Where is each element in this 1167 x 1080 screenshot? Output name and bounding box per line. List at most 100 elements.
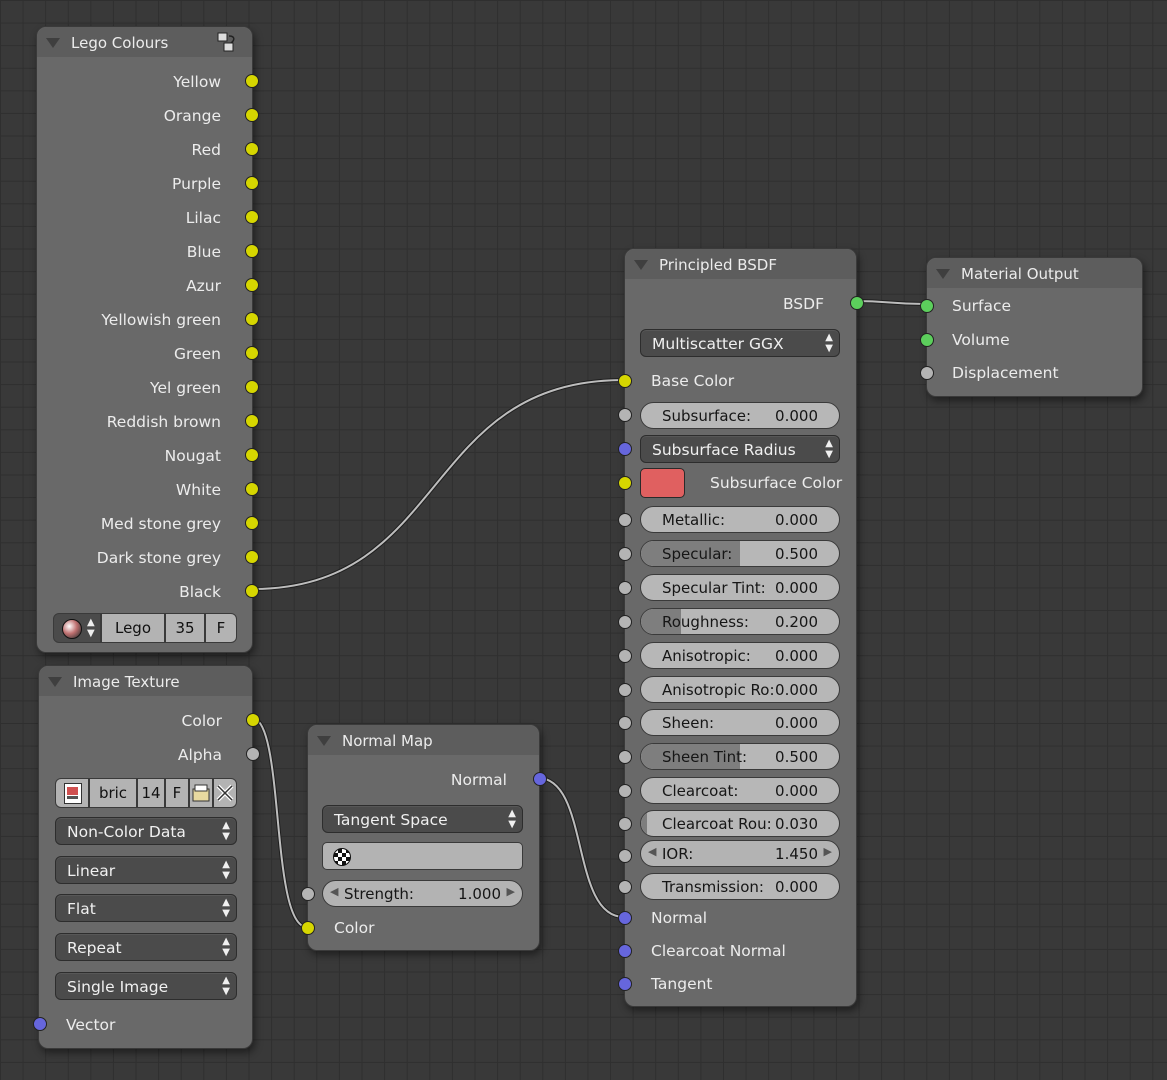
output-lilac-socket[interactable] — [245, 210, 259, 224]
output-black-socket[interactable] — [245, 584, 259, 598]
input-subsurface-socket[interactable] — [618, 408, 632, 422]
subsurface-slider[interactable]: Subsurface: 0.000 — [640, 402, 840, 429]
output-alpha-socket[interactable] — [246, 747, 260, 761]
normal-map-node[interactable]: Normal Map Normal Tangent Space▲▼ ◀ Stre… — [301, 724, 547, 951]
projection-dropdown[interactable]: Flat▲▼ — [55, 894, 237, 922]
image-fake-user-toggle[interactable]: F — [165, 778, 189, 808]
input-specular-tint-socket[interactable] — [618, 581, 632, 595]
output-yellow-socket[interactable] — [245, 74, 259, 88]
input-ior-socket[interactable] — [618, 849, 632, 863]
fake-user-toggle[interactable]: F — [205, 613, 237, 643]
output-azur-socket[interactable] — [245, 278, 259, 292]
output-yellowish-green-socket[interactable] — [245, 312, 259, 326]
sheen-tint-slider[interactable]: Sheen Tint:0.500 — [640, 743, 840, 770]
input-clearcoat-normal-socket[interactable] — [618, 944, 632, 958]
color-space-dropdown[interactable]: Non-Color Data▲▼ — [55, 817, 237, 845]
material-output-node[interactable]: Material Output Surface Volume Displacem… — [920, 257, 1143, 397]
specular-tint-slider[interactable]: Specular Tint:0.000 — [640, 574, 840, 601]
anisotropic-slider[interactable]: Anisotropic:0.000 — [640, 642, 840, 669]
collapse-triangle-icon[interactable] — [634, 260, 648, 270]
output-purple-socket[interactable] — [245, 176, 259, 190]
output-normal-socket[interactable] — [533, 772, 547, 786]
input-tangent-socket[interactable] — [618, 977, 632, 991]
input-color-socket[interactable] — [301, 921, 315, 935]
input-volume-socket[interactable] — [920, 333, 934, 347]
distribution-dropdown[interactable]: Multiscatter GGX▲▼ — [640, 329, 840, 357]
subsurface-radius-dropdown[interactable]: Subsurface Radius▲▼ — [640, 435, 840, 463]
uv-map-field[interactable] — [322, 842, 523, 870]
collapse-triangle-icon[interactable] — [46, 38, 60, 48]
collapse-triangle-icon[interactable] — [317, 736, 331, 746]
output-bsdf-socket[interactable] — [850, 296, 864, 310]
image-texture-header[interactable]: Image Texture — [39, 666, 252, 696]
normal-space-dropdown[interactable]: Tangent Space▲▼ — [322, 805, 523, 833]
input-vector-socket[interactable] — [33, 1017, 47, 1031]
clearcoat-slider[interactable]: Clearcoat:0.000 — [640, 777, 840, 804]
output-green-socket[interactable] — [245, 346, 259, 360]
output-reddish-brown-socket[interactable] — [245, 414, 259, 428]
output-color-socket[interactable] — [246, 713, 260, 727]
input-displacement-socket[interactable] — [920, 366, 934, 380]
subsurface-color-swatch[interactable] — [640, 468, 685, 498]
input-base-color-socket[interactable] — [618, 374, 632, 388]
metallic-slider[interactable]: Metallic:0.000 — [640, 506, 840, 533]
input-specular-socket[interactable] — [618, 547, 632, 561]
source-dropdown[interactable]: Single Image▲▼ — [55, 972, 237, 1000]
input-clearcoat-socket[interactable] — [618, 784, 632, 798]
folder-open-icon[interactable] — [189, 778, 213, 808]
output-white-socket[interactable] — [245, 482, 259, 496]
principled-bsdf-node[interactable]: Principled BSDF BSDF Multiscatter GGX▲▼ … — [618, 248, 864, 1007]
arrow-left-icon[interactable]: ◀ — [648, 845, 657, 858]
strength-slider[interactable]: ◀ Strength: 1.000 ▶ — [322, 880, 523, 907]
input-normal-socket[interactable] — [618, 911, 632, 925]
sheen-slider[interactable]: Sheen:0.000 — [640, 709, 840, 736]
input-sheen-socket[interactable] — [618, 716, 632, 730]
input-anisotropic-socket[interactable] — [618, 649, 632, 663]
normal-map-header[interactable]: Normal Map — [308, 725, 539, 755]
image-texture-node[interactable]: Image Texture Color Alpha bric 14 F — [33, 665, 260, 1049]
input-surface-socket[interactable] — [920, 299, 934, 313]
material-browse-button[interactable]: ▲▼ — [53, 613, 101, 643]
image-name-field[interactable]: bric — [89, 778, 137, 808]
extension-dropdown[interactable]: Repeat▲▼ — [55, 933, 237, 961]
collapse-triangle-icon[interactable] — [936, 269, 950, 279]
output-nougat-socket[interactable] — [245, 448, 259, 462]
input-clearcoat-rou-socket[interactable] — [618, 817, 632, 831]
principled-bsdf-header[interactable]: Principled BSDF — [625, 249, 856, 279]
material-output-header[interactable]: Material Output — [927, 258, 1142, 288]
input-subsurface-radius-socket[interactable] — [618, 442, 632, 456]
principled-bsdf-title: Principled BSDF — [659, 256, 777, 274]
input-anisotropic-ro-socket[interactable] — [618, 683, 632, 697]
input-transmission-socket[interactable] — [618, 880, 632, 894]
image-users-count[interactable]: 14 — [137, 778, 165, 808]
arrow-right-icon[interactable]: ▶ — [506, 885, 515, 898]
input-metallic-socket[interactable] — [618, 513, 632, 527]
input-roughness-socket[interactable] — [618, 615, 632, 629]
anisotropic-ro-slider[interactable]: Anisotropic Ro:0.000 — [640, 676, 840, 703]
output-med-stone-grey-socket[interactable] — [245, 516, 259, 530]
output-yel-green-socket[interactable] — [245, 380, 259, 394]
material-name-field[interactable]: Lego — [101, 613, 165, 643]
input-subsurface-color-socket[interactable] — [618, 476, 632, 490]
collapse-triangle-icon[interactable] — [48, 677, 62, 687]
clearcoat-rou-slider[interactable]: Clearcoat Rou:0.030 — [640, 810, 840, 837]
material-users-count[interactable]: 35 — [165, 613, 205, 643]
roughness-slider[interactable]: Roughness:0.200 — [640, 608, 840, 635]
specular-slider[interactable]: Specular:0.500 — [640, 540, 840, 567]
output-blue-socket[interactable] — [245, 244, 259, 258]
ior-slider[interactable]: ◀ IOR: 1.450 ▶ — [640, 840, 840, 867]
image-browse-button[interactable] — [55, 778, 89, 808]
arrow-right-icon[interactable]: ▶ — [823, 845, 832, 858]
input-sheen-tint-socket[interactable] — [618, 750, 632, 764]
input-strength-socket[interactable] — [301, 887, 315, 901]
transmission-slider[interactable]: Transmission: 0.000 — [640, 873, 840, 900]
node-group-icon[interactable] — [215, 31, 239, 57]
interpolation-dropdown[interactable]: Linear▲▼ — [55, 856, 237, 884]
lego-colours-header[interactable]: Lego Colours — [37, 27, 252, 57]
output-dark-stone-grey-socket[interactable] — [245, 550, 259, 564]
output-red-socket[interactable] — [245, 142, 259, 156]
output-orange-socket[interactable] — [245, 108, 259, 122]
arrow-left-icon[interactable]: ◀ — [330, 885, 339, 898]
close-x-icon[interactable] — [213, 778, 237, 808]
